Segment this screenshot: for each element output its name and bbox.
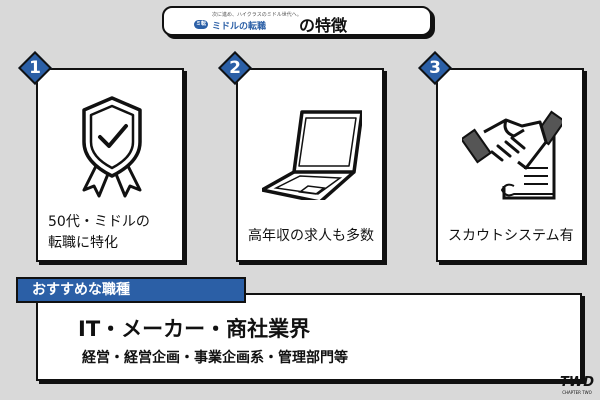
feature-text-1: 50代・ミドルの 転職に特化 xyxy=(48,212,176,254)
brand-logo-icon: ミ転 xyxy=(194,20,208,29)
title-tagline: 次に進め、ハイクラスのミドル世代へ。 xyxy=(212,12,302,18)
number-badge-label: 2 xyxy=(229,58,241,78)
feature-text-line: スカウトシステム有 xyxy=(448,228,574,244)
feature-text-line: 50代・ミドルの xyxy=(48,214,150,230)
feature-text-line: 高年収の求人も多数 xyxy=(248,228,374,244)
number-badge-label: 1 xyxy=(29,58,41,78)
recommended-jobs-label: おすすめな職種 xyxy=(16,277,246,303)
corner-logo-mark: TWD xyxy=(560,375,594,390)
feature-text-line: 転職に特化 xyxy=(48,235,118,251)
feature-card-1: 50代・ミドルの 転職に特化 xyxy=(36,68,184,262)
title-banner: 次に進め、ハイクラスのミドル世代へ。 ミ転 ミドルの転職 の特徴 xyxy=(162,6,432,36)
job-roles: 経営・経営企画・事業企画系・管理部門等 xyxy=(82,350,348,366)
feature-card-3: スカウトシステム有 xyxy=(436,68,584,262)
feature-text-2: 高年収の求人も多数 xyxy=(248,226,376,247)
handshake-contract-icon xyxy=(460,90,566,200)
corner-logo: TWD CHAPTER TWO xyxy=(556,376,598,398)
feature-text-3: スカウトシステム有 xyxy=(448,226,576,247)
recommended-jobs-panel: IT・メーカー・商社業界 経営・経営企画・事業企画系・管理部門等 xyxy=(36,293,582,381)
number-badge-3: 3 xyxy=(418,51,452,85)
shield-check-icon xyxy=(62,90,162,200)
laptop-icon xyxy=(260,90,364,204)
brand-logo-text: ミドルの転職 xyxy=(212,22,267,32)
feature-card-2: 高年収の求人も多数 xyxy=(236,68,384,262)
page-title: の特徴 xyxy=(299,16,348,35)
corner-logo-sub: CHAPTER TWO xyxy=(562,390,592,395)
job-industries: IT・メーカー・商社業界 xyxy=(78,317,311,341)
number-badge-label: 3 xyxy=(429,58,441,78)
number-badge-1: 1 xyxy=(18,51,52,85)
number-badge-2: 2 xyxy=(218,51,252,85)
